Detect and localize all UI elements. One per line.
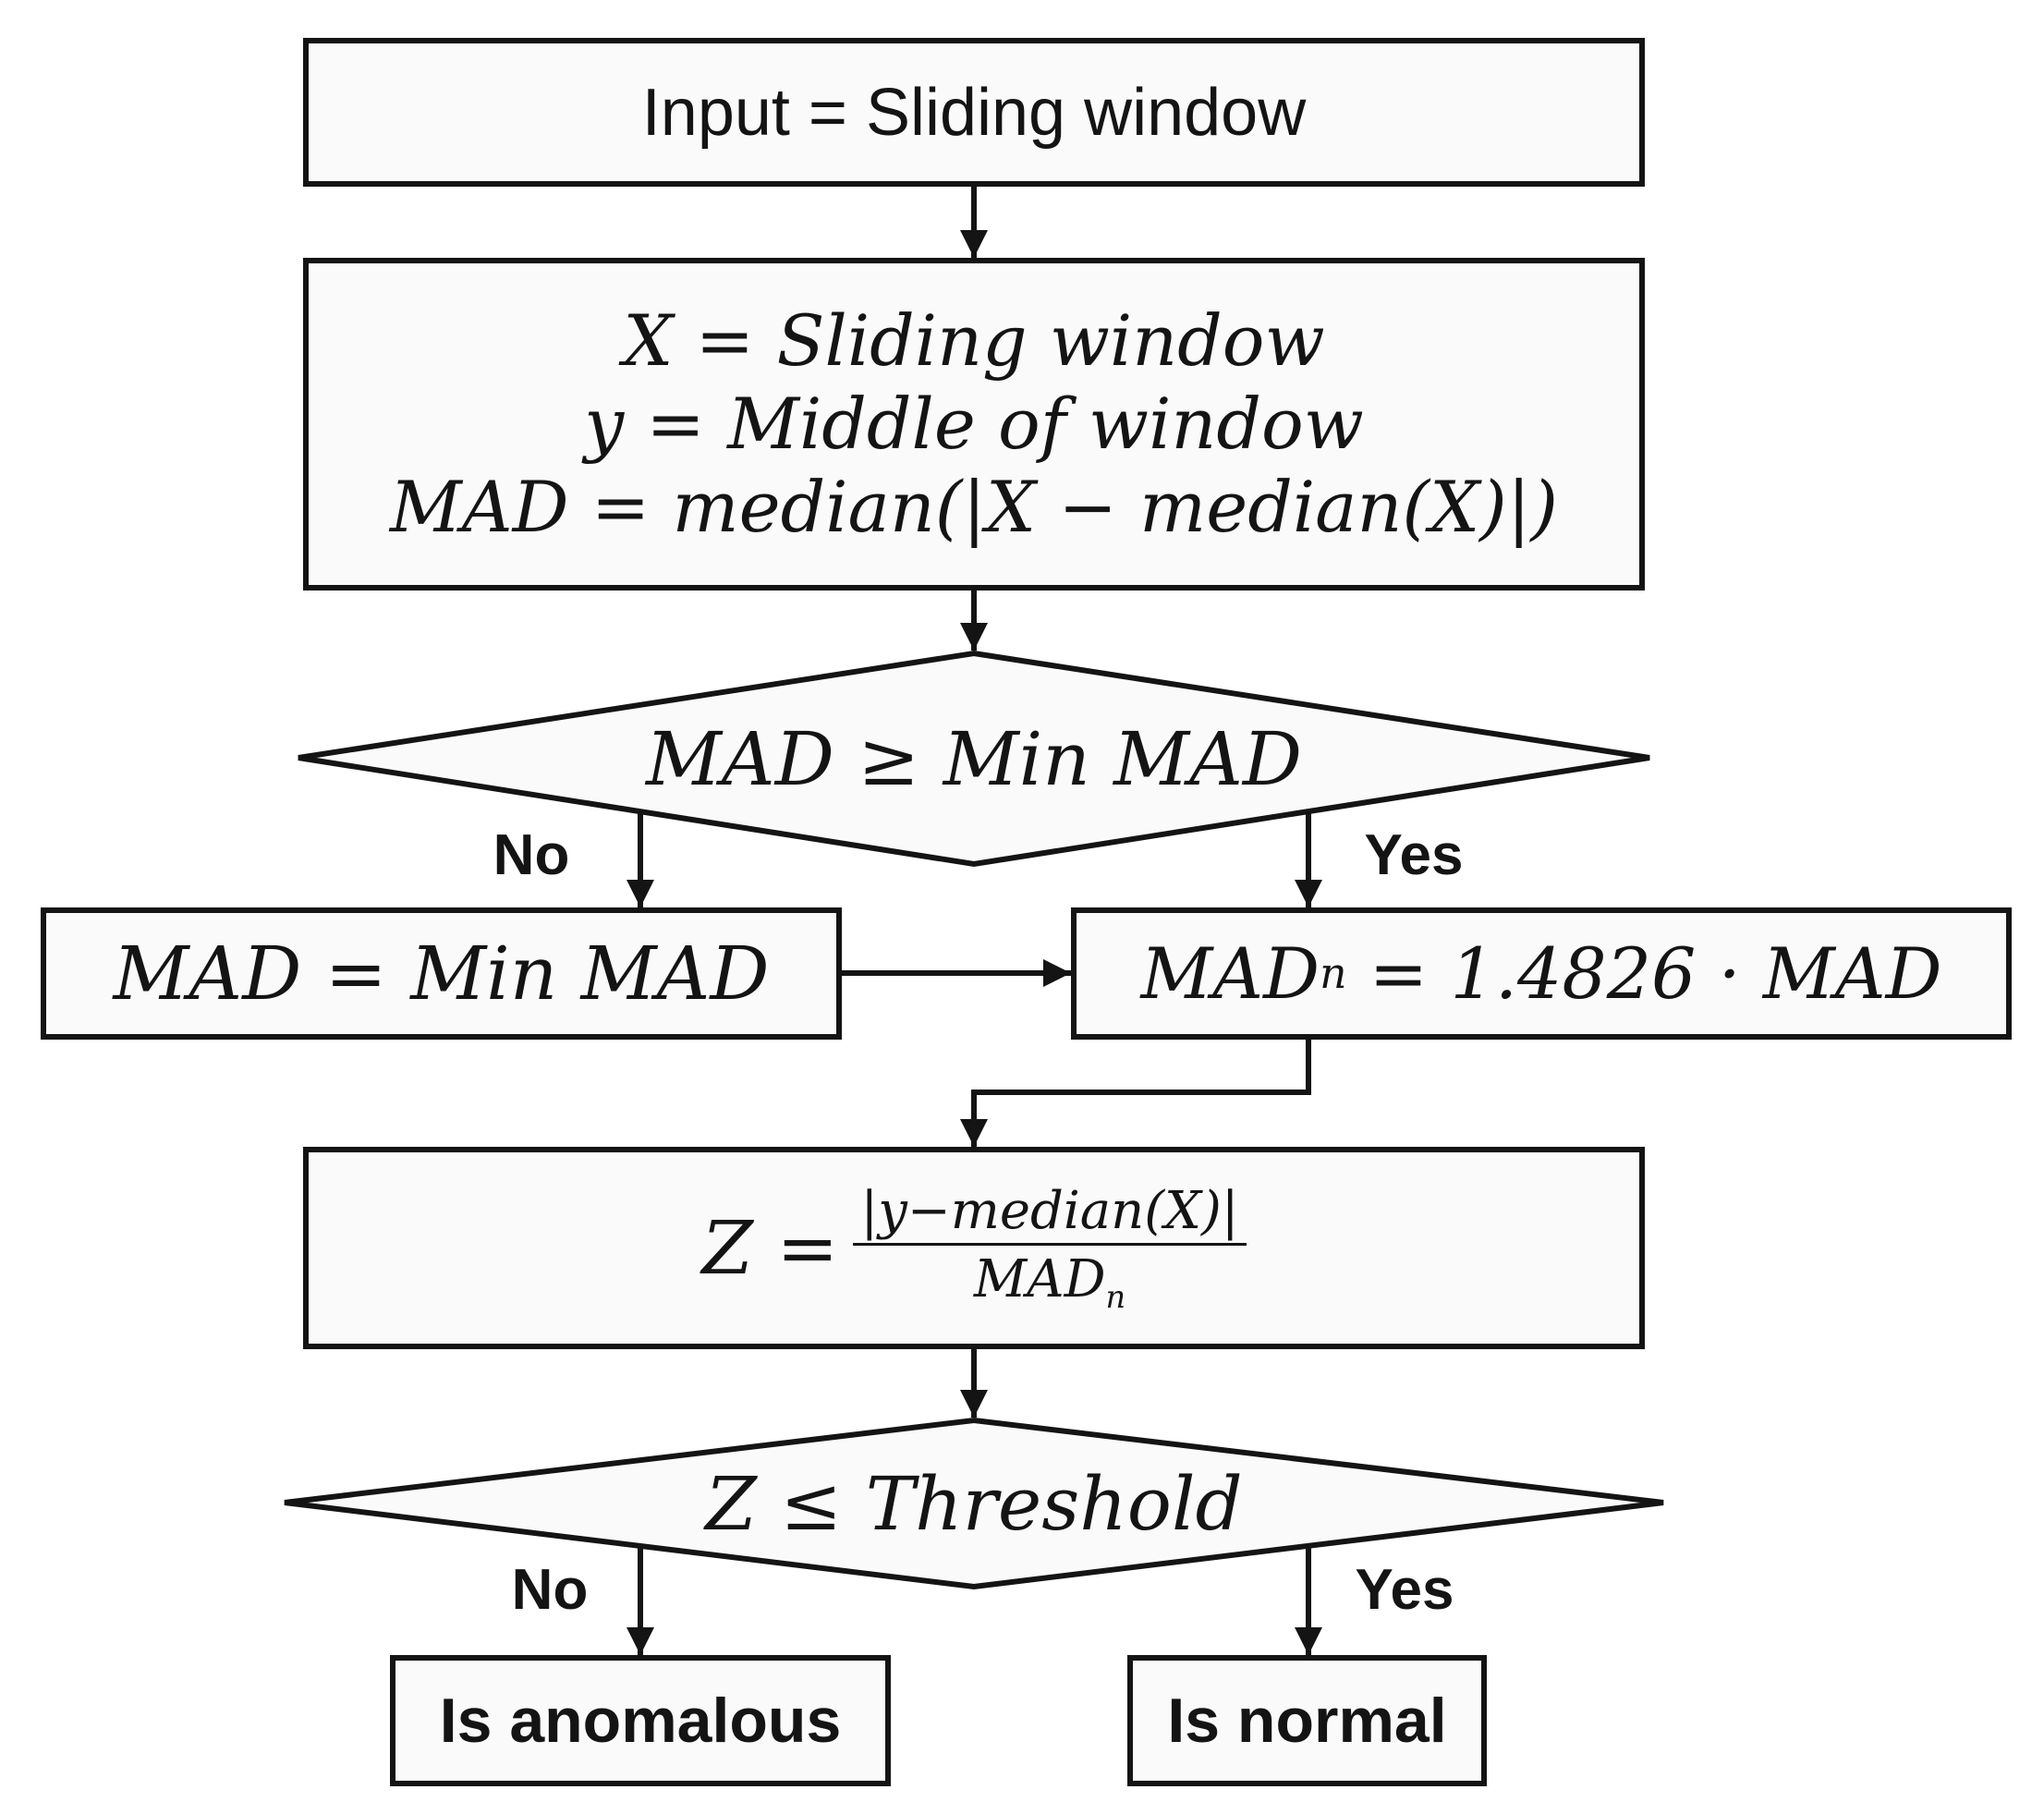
definitions-label: X = Sliding window y = Middle of window … bbox=[306, 261, 1642, 588]
definition-y: y = Middle of window bbox=[584, 383, 1364, 465]
definition-mad: MAD = median(|X − median(X)|) bbox=[389, 466, 1559, 548]
edge-label-mad-yes: Yes bbox=[1364, 822, 1464, 887]
edge-label-z-yes: Yes bbox=[1355, 1557, 1454, 1622]
z-numerator: |y−median(X)| bbox=[853, 1181, 1247, 1246]
normalize-rhs: = 1.4826 · MAD bbox=[1346, 932, 1942, 1015]
z-denominator-base: MAD bbox=[973, 1248, 1106, 1309]
mad-decision-diamond bbox=[298, 650, 1650, 868]
normalize-lhs: MAD bbox=[1140, 932, 1320, 1015]
z-score-box bbox=[303, 1147, 1645, 1349]
edge-label-mad-no: No bbox=[493, 822, 570, 887]
mad-decision-label: MAD ≥ Min MAD bbox=[646, 715, 1302, 802]
anomalous-label: Is anomalous bbox=[439, 1686, 842, 1756]
definition-x: X = Sliding window bbox=[623, 299, 1325, 382]
z-denominator: MADn bbox=[974, 1246, 1125, 1315]
z-decision-diamond bbox=[284, 1417, 1664, 1590]
z-denominator-subscript: n bbox=[1105, 1279, 1126, 1316]
z-score-label: Z = |y−median(X)| MADn bbox=[306, 1150, 1642, 1346]
set-min-mad-label: MAD = Min MAD bbox=[113, 931, 770, 1017]
anomalous-box bbox=[390, 1655, 891, 1786]
definitions-box bbox=[303, 258, 1645, 590]
normal-label: Is normal bbox=[1167, 1686, 1447, 1756]
normalize-subscript: n bbox=[1320, 949, 1347, 998]
z-lhs: Z = bbox=[701, 1205, 839, 1291]
z-fraction: |y−median(X)| MADn bbox=[853, 1181, 1247, 1315]
input-box bbox=[303, 38, 1645, 187]
edge-label-z-no: No bbox=[511, 1557, 589, 1622]
z-decision-label: Z ≤ Threshold bbox=[705, 1460, 1243, 1547]
normalize-mad-box bbox=[1071, 907, 2012, 1040]
set-min-mad-box bbox=[41, 907, 842, 1040]
edge-normalize-to-z bbox=[960, 1037, 1311, 1147]
normal-box bbox=[1127, 1655, 1487, 1786]
input-label: Input = Sliding window bbox=[641, 75, 1307, 150]
